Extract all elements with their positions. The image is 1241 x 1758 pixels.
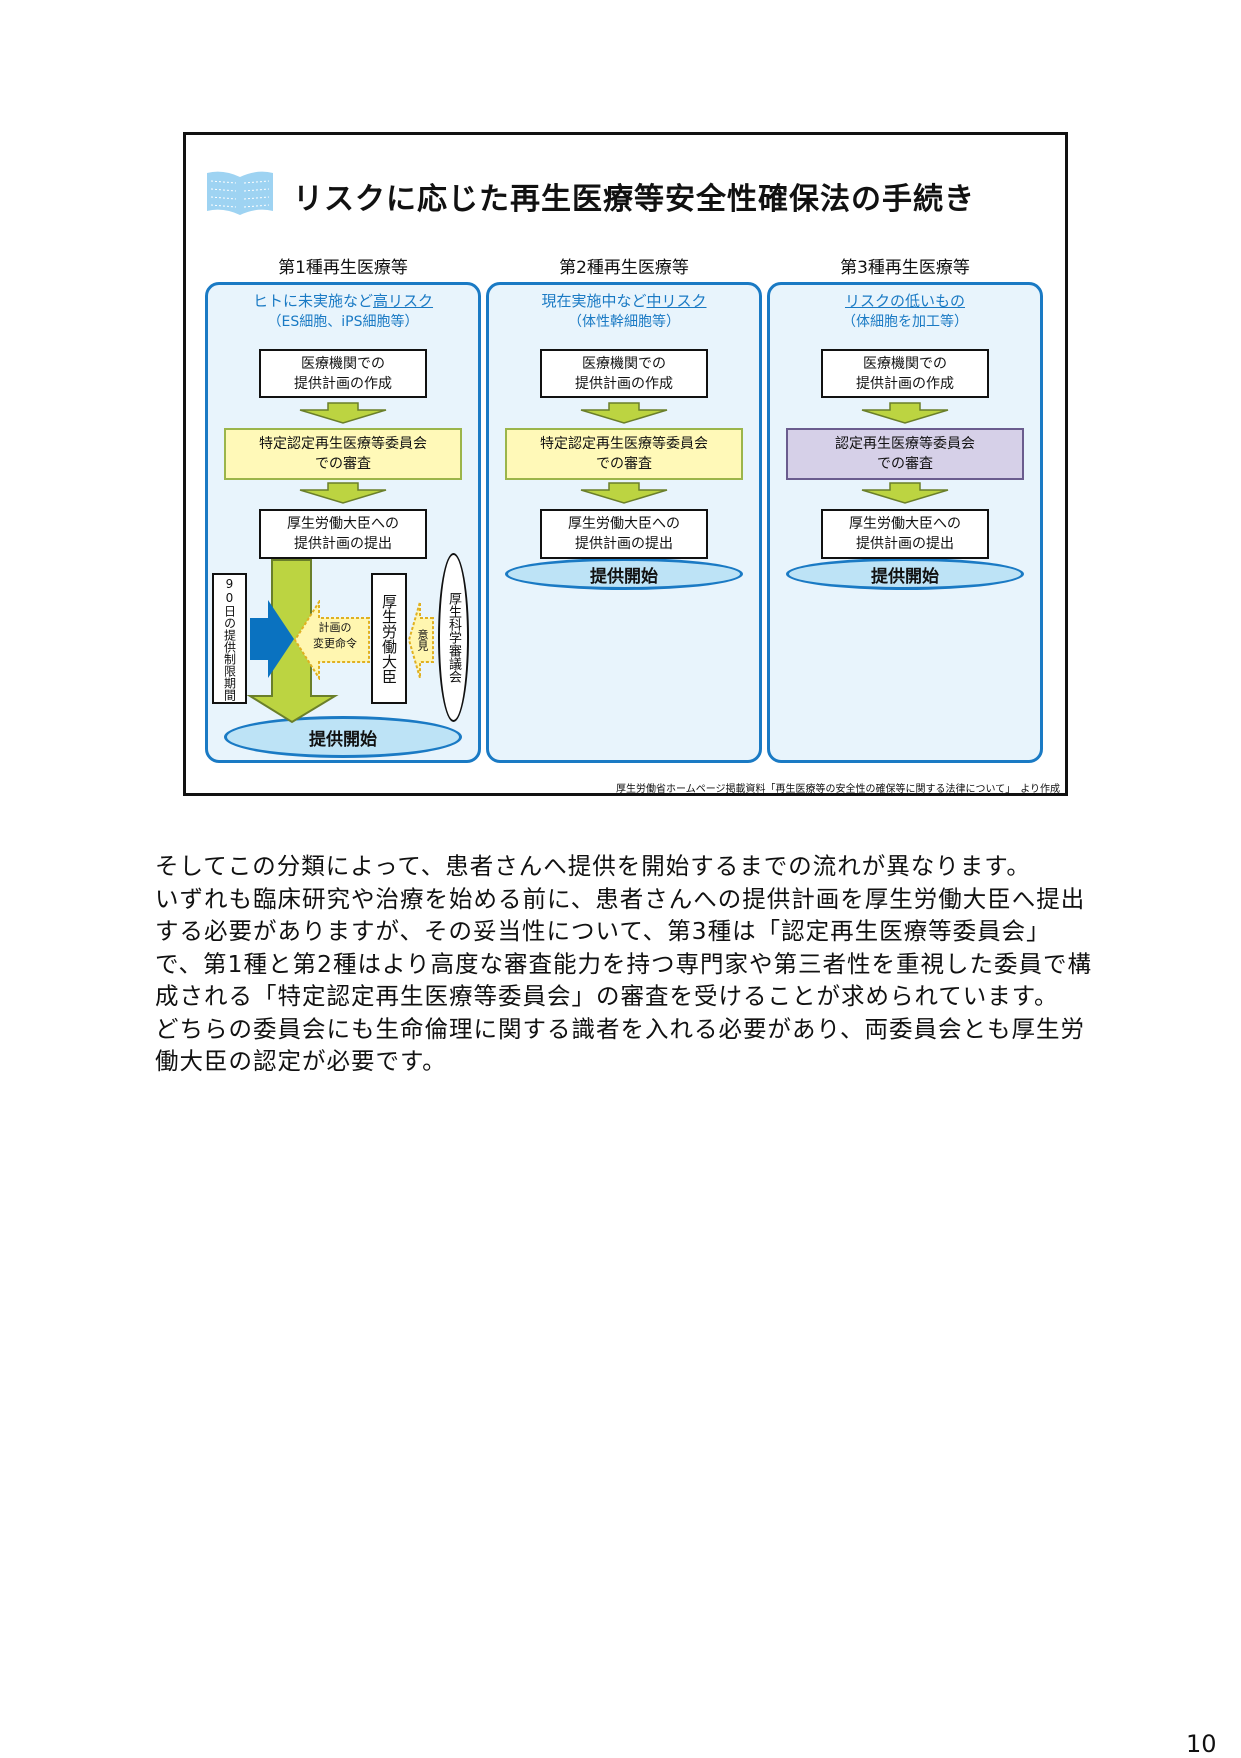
source-note: 厚生労働省ホームページ掲載資料「再生医療等の安全性の確保等に関する法律について」… [616, 784, 1060, 795]
arrow-down-icon [298, 482, 388, 508]
paragraph: どちらの委員会にも生命倫理に関する識者を入れる必要があり、両委員会とも厚生労働大… [155, 1014, 1086, 1076]
slide-frame [183, 132, 1068, 796]
step-line: 提供計画の作成 [294, 375, 392, 392]
paragraph: いずれも臨床研究や治療を始める前に、患者さんへの提供計画を厚生労働大臣へ提出する… [155, 884, 1092, 1011]
step-line: での審査 [315, 456, 371, 472]
provision-start: 提供開始 [224, 716, 462, 758]
step-line: 厚生労働大臣への [568, 516, 680, 532]
limit-period-box: 90日の提供制限期間 [212, 573, 247, 704]
arrow-down-icon [298, 402, 388, 428]
step-submit-to-minister: 厚生労働大臣への提供計画の提出 [821, 509, 989, 559]
risk-level: ヒトに未実施など高リスク [205, 290, 481, 311]
step-plan-creation: 医療機関での提供計画の作成 [540, 349, 708, 398]
arrow-down-icon [579, 482, 669, 508]
step-line: 提供計画の提出 [575, 536, 673, 552]
step-line: 特定認定再生医療等委員会 [540, 436, 708, 452]
step-line: 認定再生医療等委員会 [835, 436, 975, 452]
blue-arrow-right-icon [250, 600, 294, 678]
step-submit-to-minister: 厚生労働大臣への提供計画の提出 [540, 509, 708, 559]
minister-box: 厚生労働大臣 [371, 573, 407, 704]
column-header: 第1種再生医療等 [278, 258, 408, 278]
step-line: 提供計画の作成 [575, 375, 673, 392]
step-line: 医療機関での [301, 355, 385, 372]
risk-level: リスクの低いもの [767, 290, 1043, 311]
risk-level: 現在実施中など中リスク [486, 290, 762, 311]
change-order-arrow-icon [293, 600, 370, 680]
risk-prefix: 現在実施中など [541, 292, 647, 310]
arrow-down-icon [860, 402, 950, 428]
provision-start: 提供開始 [786, 558, 1024, 590]
column-header: 第2種再生医療等 [559, 258, 689, 278]
arrow-down-icon [579, 402, 669, 428]
change-order-line: 計画の [318, 621, 352, 634]
opinion-arrow-icon [408, 601, 434, 679]
arrow-down-icon [860, 482, 950, 508]
risk-emphasis: リスクの低いもの [844, 292, 965, 310]
step-line: 医療機関での [863, 355, 947, 372]
change-order-label: 計画の 変更命令 [303, 620, 367, 652]
risk-emphasis: 高リスク [373, 292, 434, 310]
change-order-line: 変更命令 [313, 637, 357, 650]
step-line: 提供計画の提出 [856, 536, 954, 552]
step-submit-to-minister: 厚生労働大臣への提供計画の提出 [259, 509, 427, 559]
column-header: 第3種再生医療等 [840, 258, 970, 278]
step-line: 厚生労働大臣への [849, 516, 961, 532]
council-ellipse: 厚生科学審議会 [438, 553, 469, 722]
book-icon [207, 171, 273, 215]
step-line: での審査 [596, 456, 652, 472]
step-committee-review: 特定認定再生医療等委員会での審査 [505, 428, 743, 480]
step-plan-creation: 医療機関での提供計画の作成 [259, 349, 427, 398]
body-text: そしてこの分類によって、患者さんへ提供を開始するまでの流れが異なります。 いずれ… [155, 850, 1095, 1078]
step-line: での審査 [877, 456, 933, 472]
step-line: 提供計画の提出 [294, 536, 392, 552]
step-line: 医療機関での [582, 355, 666, 372]
risk-prefix: ヒトに未実施など [252, 292, 373, 310]
step-committee-review: 特定認定再生医療等委員会での審査 [224, 428, 462, 480]
provision-start: 提供開始 [505, 558, 743, 590]
risk-example: （体性幹細胞等） [568, 314, 680, 330]
risk-emphasis: 中リスク [646, 292, 707, 310]
slide-title: リスクに応じた再生医療等安全性確保法の手続き [293, 182, 975, 217]
risk-example: （ES細胞、iPS細胞等） [267, 314, 419, 330]
risk-example: （体細胞を加工等） [842, 314, 968, 330]
opinion-label: 意見 [416, 629, 429, 651]
step-plan-creation: 医療機関での提供計画の作成 [821, 349, 989, 398]
page-number: 10 [1186, 1730, 1217, 1758]
step-committee-review: 認定再生医療等委員会での審査 [786, 428, 1024, 480]
paragraph: そしてこの分類によって、患者さんへ提供を開始するまでの流れが異なります。 [155, 852, 1031, 880]
step-line: 特定認定再生医療等委員会 [259, 436, 427, 452]
step-line: 厚生労働大臣への [287, 516, 399, 532]
step-line: 提供計画の作成 [856, 375, 954, 392]
